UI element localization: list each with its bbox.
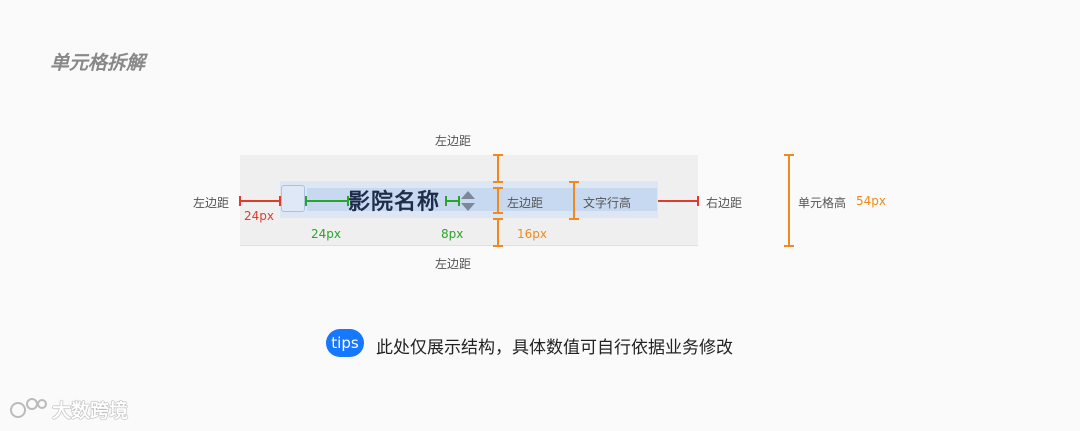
left-margin-marker	[239, 196, 281, 206]
icon-gap-value: 8px	[441, 227, 464, 241]
checkbox	[281, 185, 305, 212]
bottom-margin-marker	[493, 218, 503, 247]
cell-height-label: 单元格高	[798, 196, 847, 210]
bottom-margin-label: 左边距	[435, 257, 472, 271]
watermark-logo-icon	[10, 398, 47, 418]
left-margin-label: 左边距	[193, 196, 230, 210]
sort-icon	[461, 191, 475, 211]
cell-height-value: 54px	[856, 194, 886, 208]
page-title: 单元格拆解	[50, 52, 146, 74]
right-margin-marker	[658, 196, 699, 206]
inner-margin-marker	[493, 187, 503, 214]
checkbox-gap-marker	[305, 196, 349, 206]
checkbox-gap-value: 24px	[311, 227, 341, 241]
vertical-margin-value: 16px	[517, 227, 547, 241]
inner-margin-label: 左边距	[507, 196, 544, 210]
top-margin-marker	[493, 154, 503, 183]
icon-gap-marker	[445, 196, 460, 206]
left-margin-value: 24px	[244, 209, 274, 223]
cell-height-marker	[784, 154, 794, 247]
top-margin-label: 左边距	[435, 134, 472, 148]
cell-inner-highlight	[307, 188, 657, 211]
line-height-marker	[569, 181, 579, 220]
watermark-text: 大数跨境	[52, 400, 129, 422]
tips-text: 此处仅展示结构，具体数值可自行依据业务修改	[376, 338, 733, 358]
right-margin-label: 右边距	[706, 196, 743, 210]
tips-badge: tips	[326, 329, 364, 357]
cell-header-text: 影院名称	[348, 190, 441, 215]
line-height-label: 文字行高	[583, 196, 632, 210]
